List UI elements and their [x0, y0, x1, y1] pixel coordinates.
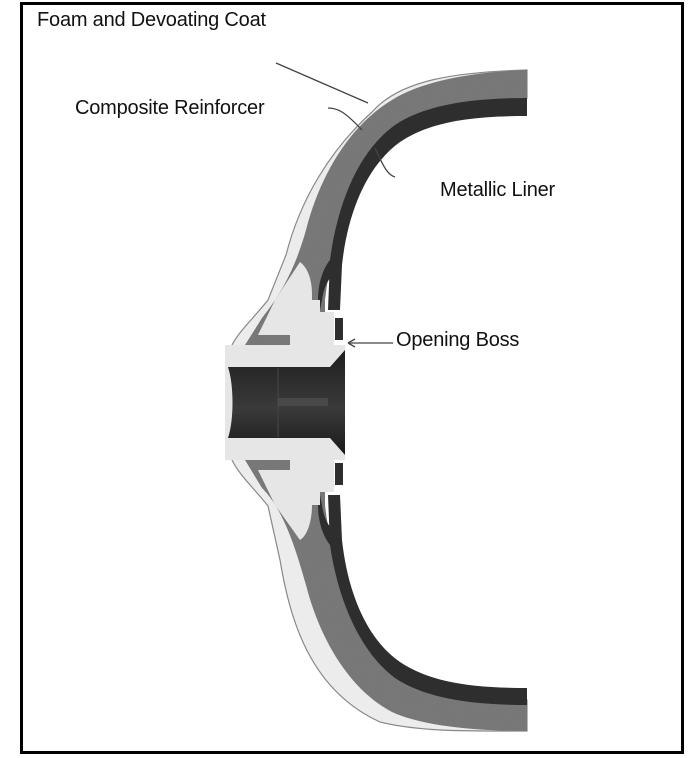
label-composite-reinforcer: Composite Reinforcer [75, 97, 265, 119]
leader-liner [374, 147, 396, 178]
leader-foam-coat [275, 62, 369, 104]
metallic-liner-layer [310, 98, 527, 705]
label-opening-boss: Opening Boss [396, 329, 520, 351]
label-foam-coat: Foam and Devoating Coat [37, 9, 266, 31]
composite-layer [245, 70, 527, 731]
opening-boss [225, 262, 345, 540]
leader-composite [327, 107, 363, 131]
label-metallic-liner: Metallic Liner [440, 179, 556, 201]
leader-lines [275, 62, 396, 348]
